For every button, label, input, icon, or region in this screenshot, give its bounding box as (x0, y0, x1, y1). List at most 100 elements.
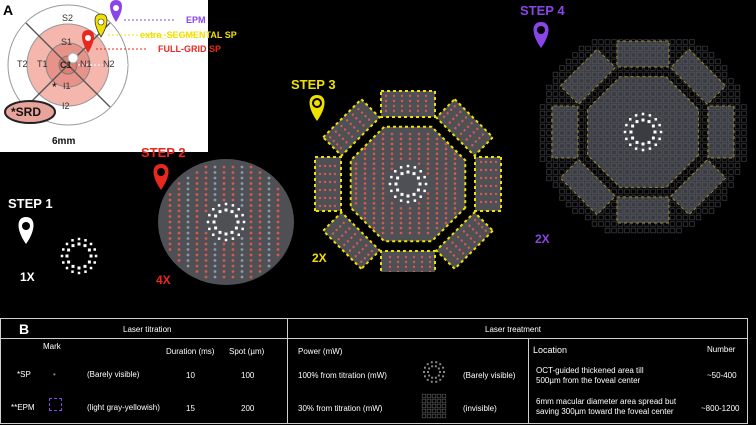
focal-spot (218, 230, 222, 234)
epm-spot (715, 188, 721, 195)
laser-spot (399, 132, 403, 136)
patch-spot (428, 265, 432, 269)
patch-spot (367, 118, 371, 121)
full-grid-spot (249, 193, 253, 196)
epm-spot (728, 182, 734, 188)
laser-spot (363, 152, 367, 156)
patch-spot (370, 249, 374, 253)
epm-spot (715, 71, 721, 78)
epm-spot (682, 214, 689, 221)
laser-spot (372, 226, 376, 230)
patch-spot (328, 188, 332, 192)
patch-border (669, 48, 727, 106)
laser-spot (354, 172, 358, 175)
full-grid-spot (222, 187, 226, 191)
focal-spot (424, 182, 428, 186)
focal-spot (641, 112, 645, 116)
full-grid-spot (258, 242, 262, 246)
patch-border (616, 196, 670, 224)
epm-spot (559, 188, 565, 195)
col-number: Number (707, 345, 736, 354)
full-grid-spot (186, 187, 190, 191)
focal-spot (89, 266, 93, 270)
full-grid-spot (204, 165, 208, 169)
full-grid-spot (195, 259, 199, 262)
full-grid-spot (276, 187, 280, 191)
full-grid-spot (186, 264, 190, 268)
full-grid-spot (213, 248, 217, 251)
patch-spot (353, 126, 356, 129)
full-grid-spot (195, 264, 199, 268)
patch-spot (467, 246, 471, 249)
laser-spot (354, 167, 358, 170)
full-grid-spot (240, 253, 244, 257)
patch-spot (323, 172, 327, 176)
laser-spot (399, 137, 403, 141)
laser-spot (426, 132, 430, 136)
laser-spot (390, 132, 394, 136)
patch-spot (335, 228, 338, 232)
grid-thumb-spot (421, 393, 427, 399)
full-grid-spot (267, 242, 271, 246)
epm-spot (539, 156, 546, 162)
epm-spot (728, 175, 734, 182)
full-grid-spot (213, 187, 217, 191)
laser-spot (426, 221, 430, 225)
full-grid-spot (249, 220, 253, 224)
epm-spot (689, 39, 695, 45)
focal-spot (416, 188, 420, 192)
epm-spot (702, 117, 708, 123)
epm-spot (585, 156, 591, 162)
full-grid-spot (204, 264, 208, 268)
zone-s1: S1 (61, 37, 73, 47)
row1-power: 100% from titration (mW) (298, 371, 387, 380)
patch-spot (404, 255, 408, 259)
epm-spot (604, 39, 611, 45)
patch-spot (424, 94, 428, 98)
full-grid-spot (258, 270, 262, 273)
focal-spot (67, 260, 71, 264)
epm-spot (559, 195, 565, 201)
laser-spot (444, 216, 448, 220)
laser-spot (426, 216, 430, 220)
epm-spot (546, 143, 552, 149)
sp-ring-thumbnail (423, 361, 445, 383)
patch-spot (476, 127, 479, 131)
epm-spot (741, 149, 747, 156)
full-grid-spot (240, 270, 244, 273)
epm-spot (728, 162, 734, 169)
full-grid-spot (213, 270, 217, 273)
laser-spot (372, 211, 376, 215)
full-grid-spot (267, 264, 271, 268)
full-grid-spot (195, 204, 199, 207)
epm-spot (734, 91, 741, 97)
patch-spot (408, 94, 412, 98)
full-grid-spot (204, 204, 208, 207)
patch-spot (357, 107, 360, 111)
laser-spot (399, 231, 403, 235)
full-grid-spot (267, 226, 271, 229)
patch-spot (348, 227, 351, 230)
focal-spot (413, 166, 417, 169)
epm-spot (559, 71, 565, 78)
laser-spot (399, 216, 403, 220)
epm-spot (604, 221, 611, 227)
segmental-patch (314, 156, 342, 212)
full-grid-spot (267, 220, 271, 224)
epm-spot (695, 208, 702, 214)
patch-spot (328, 204, 332, 208)
patch-spot (479, 184, 483, 188)
patch-spot (428, 270, 432, 272)
epm-spot (708, 65, 715, 71)
laser-spot (426, 137, 430, 141)
epm-spot (546, 97, 552, 104)
focal-spot (431, 365, 434, 368)
patch-spot (360, 260, 363, 263)
focal-spot (641, 142, 645, 146)
patch-spot (338, 225, 342, 228)
focal-spot (234, 214, 238, 218)
epm-spot (702, 149, 708, 156)
patch-spot (347, 131, 350, 135)
epm-spot (604, 78, 611, 84)
laser-spot (417, 132, 421, 136)
